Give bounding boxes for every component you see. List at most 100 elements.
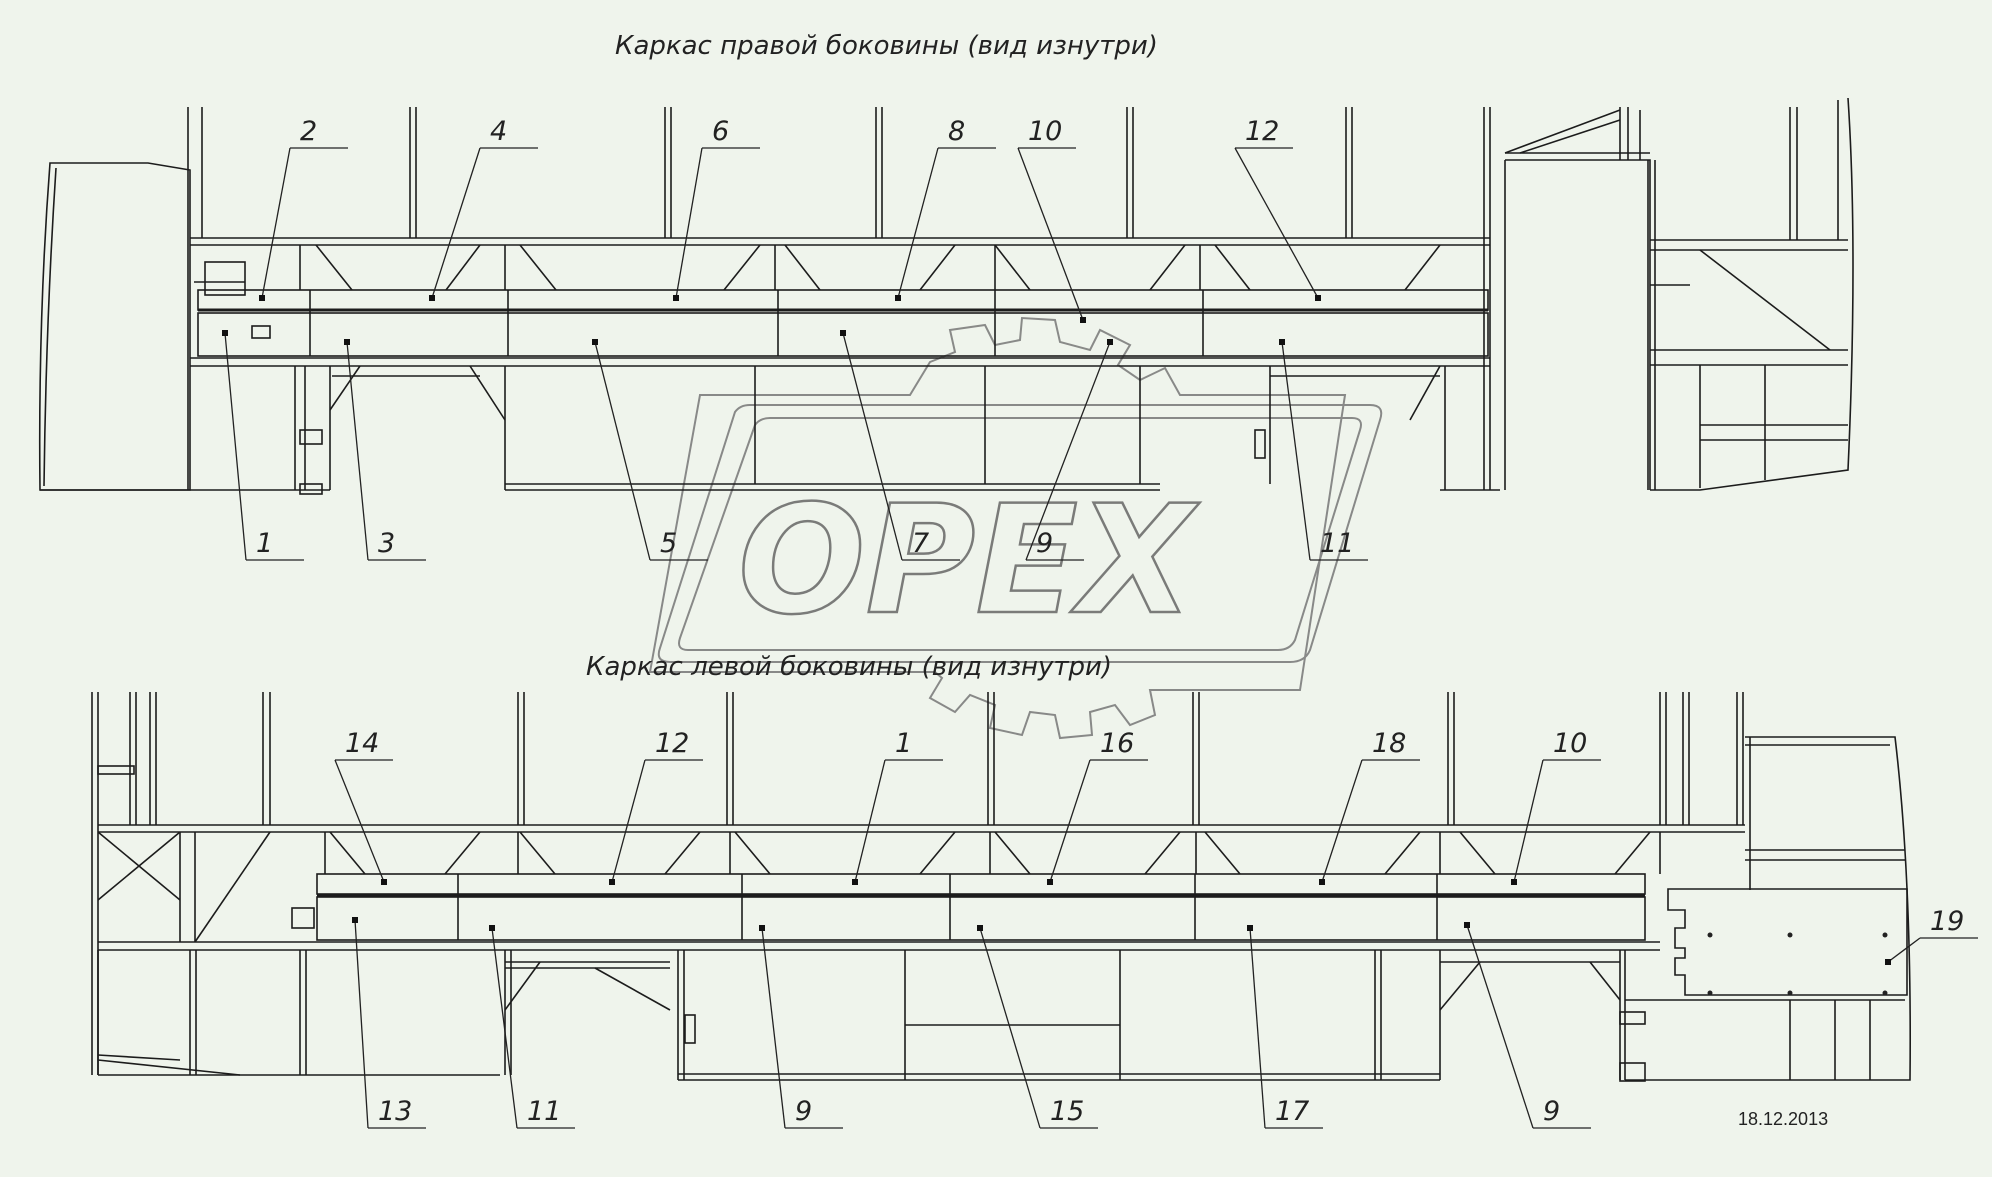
callout-label: 10	[1553, 728, 1587, 759]
title-left-side: Каркас левой боковины (вид изнутри)	[586, 652, 1112, 682]
drawing-date: 18.12.2013	[1738, 1109, 1828, 1129]
callout-dot	[609, 879, 615, 885]
callout-dot	[1080, 317, 1086, 323]
callout-leader	[842, 332, 903, 561]
callout-label: 15	[1050, 1096, 1084, 1127]
callout-dot	[222, 330, 228, 336]
opex-watermark: OPEX	[648, 316, 1383, 740]
callout-14: 14	[334, 728, 393, 885]
title-right-side: Каркас правой боковины (вид изнутри)	[615, 31, 1158, 61]
callout-dot	[673, 295, 679, 301]
watermark-outer-frame	[657, 404, 1383, 663]
callout-label: 18	[1372, 728, 1406, 759]
callout-2: 2	[259, 116, 348, 301]
callout-3: 3	[344, 339, 426, 561]
callout-7: 7	[840, 330, 960, 561]
callout-dot	[1511, 879, 1517, 885]
callout-11: 11	[489, 925, 575, 1129]
callout-8: 8	[895, 116, 996, 301]
callout-dot	[429, 295, 435, 301]
callout-dot	[1885, 959, 1891, 965]
left-side-callouts: 14 12 1 16 18 10 19 13 11 9 15 17 9	[334, 728, 1978, 1129]
callout-dot	[592, 339, 598, 345]
callout-dot	[489, 925, 495, 931]
callout-label: 11	[527, 1096, 561, 1127]
callout-label: 9	[1036, 528, 1053, 559]
callout-label: 9	[795, 1096, 812, 1127]
callout-leader	[1281, 341, 1311, 561]
callout-leader	[261, 147, 291, 299]
callout-9: 9	[1025, 339, 1113, 561]
callout-leader	[1321, 759, 1363, 883]
callout-leader	[979, 927, 1041, 1129]
callout-label: 19	[1930, 906, 1964, 937]
callout-leader	[594, 341, 651, 561]
callout-leader	[1466, 924, 1534, 1129]
callout-11: 11	[1279, 339, 1368, 561]
watermark-inner-frame	[678, 417, 1362, 651]
left-side-frame	[91, 692, 1912, 1082]
callout-dot	[759, 925, 765, 931]
gear-watermark-icon	[648, 316, 1347, 740]
callout-leader	[346, 341, 369, 561]
callout-10: 10	[1017, 116, 1086, 323]
callout-label: 14	[345, 728, 379, 759]
callout-12: 12	[1234, 116, 1321, 301]
callout-dot	[1319, 879, 1325, 885]
callout-label: 4	[490, 116, 507, 147]
callout-leader	[1513, 759, 1544, 883]
callout-17: 17	[1247, 925, 1323, 1129]
callout-dot	[1047, 879, 1053, 885]
callout-label: 17	[1275, 1096, 1309, 1127]
callout-label: 9	[1543, 1096, 1560, 1127]
callout-dot	[381, 879, 387, 885]
callout-label: 13	[378, 1096, 412, 1127]
callout-leader	[897, 147, 939, 299]
callout-leader	[1049, 759, 1091, 883]
callout-label: 7	[912, 528, 929, 559]
callout-dot	[977, 925, 983, 931]
callout-15: 15	[977, 925, 1098, 1129]
callout-label: 3	[378, 528, 395, 559]
callout-label: 2	[300, 116, 317, 147]
callout-5: 5	[592, 339, 708, 561]
callout-dot	[895, 295, 901, 301]
callout-label: 11	[1320, 528, 1354, 559]
watermark-text: OPEX	[738, 474, 1200, 648]
callout-12: 12	[609, 728, 703, 885]
callout-label: 1	[256, 528, 273, 559]
callout-leader	[1025, 341, 1111, 561]
callout-dot	[852, 879, 858, 885]
callout-leader	[761, 927, 786, 1129]
callout-dot	[259, 295, 265, 301]
callout-label: 10	[1028, 116, 1062, 147]
callout-label: 8	[948, 116, 965, 147]
callout-leader	[334, 759, 385, 883]
callout-label: 6	[712, 116, 729, 147]
callout-9: 9	[759, 925, 843, 1129]
callout-label: 12	[655, 728, 689, 759]
callout-leader	[1017, 147, 1084, 321]
right-side-frame	[38, 97, 1854, 495]
callout-6: 6	[673, 116, 760, 301]
callout-9: 9	[1464, 922, 1591, 1129]
callout-dot	[344, 339, 350, 345]
callout-label: 5	[660, 528, 677, 559]
callout-dot	[352, 917, 358, 923]
callout-18: 18	[1319, 728, 1420, 885]
callout-dot	[1315, 295, 1321, 301]
callout-1: 1	[852, 728, 943, 885]
callout-leader	[354, 919, 369, 1129]
callout-16: 16	[1047, 728, 1148, 885]
right-side-callouts: 2 4 6 8 10 12 1 3 5 7 9 11	[222, 116, 1368, 561]
callout-1: 1	[222, 330, 304, 561]
callout-leader	[491, 927, 518, 1129]
callout-leader	[1249, 927, 1266, 1129]
callout-dot	[840, 330, 846, 336]
callout-leader	[854, 759, 886, 883]
callout-19: 19	[1885, 906, 1978, 965]
callout-dot	[1279, 339, 1285, 345]
callout-label: 12	[1245, 116, 1279, 147]
